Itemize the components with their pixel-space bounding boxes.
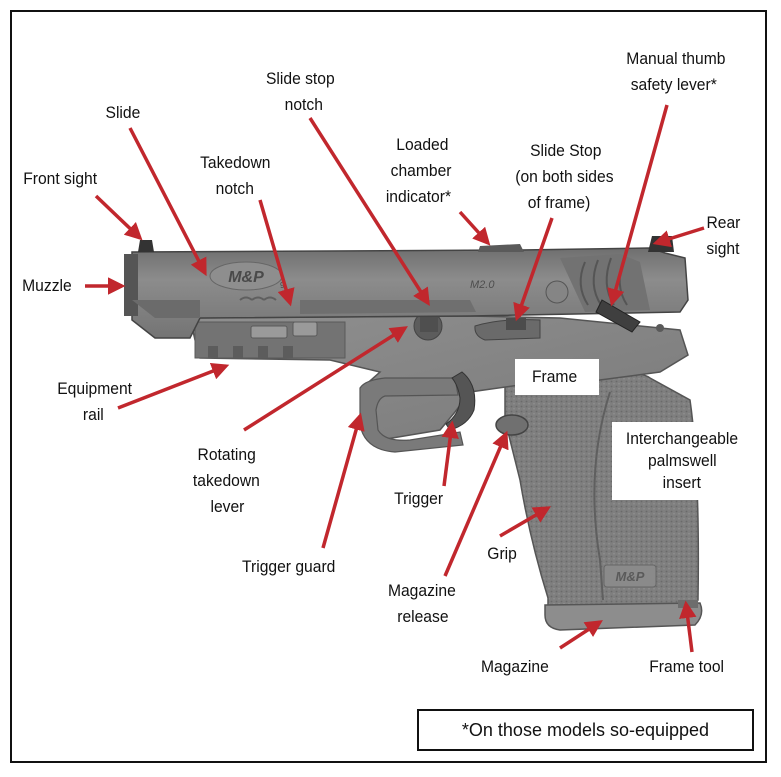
- arrow-takedown-notch: [258, 199, 295, 307]
- frame-body: [189, 311, 689, 453]
- arrow-manual-safety: [607, 104, 669, 307]
- slide: M&P 9 M2.0: [124, 236, 689, 339]
- grip-logo: M&P: [616, 569, 645, 584]
- label-frame-tool: Frame tool: [649, 657, 724, 676]
- arrow-loaded-chamber: [458, 210, 491, 246]
- arrow-rotating-takedown: [243, 326, 408, 432]
- label-magazine-release-2: release: [397, 607, 449, 626]
- arrow-slide-stop-notch: [308, 117, 430, 306]
- label-slide-stop-notch-1: Slide stop: [265, 69, 335, 88]
- slide-version: M2.0: [470, 279, 495, 291]
- label-trigger: Trigger: [394, 489, 444, 508]
- frame-label-box: [515, 359, 599, 395]
- arrow-equipment-rail: [117, 362, 230, 410]
- callout-arrows: [85, 104, 705, 653]
- label-front-sight: Front sight: [23, 169, 98, 188]
- arrow-rear-sight: [652, 226, 705, 248]
- label-magazine-release-1: Magazine: [387, 581, 456, 600]
- label-loaded-2: chamber: [390, 161, 452, 180]
- label-manual-safety-1: Manual thumb: [626, 49, 726, 68]
- label-rotating-takedown-1: Rotating: [197, 445, 256, 464]
- label-equipment-rail-2: rail: [82, 405, 104, 424]
- label-slide-stop-1: Slide Stop: [530, 141, 602, 160]
- arrow-magazine-release: [443, 430, 509, 577]
- label-takedown-notch-2: notch: [215, 179, 254, 198]
- label-loaded-3: indicator*: [385, 187, 452, 206]
- arrow-slide: [128, 127, 207, 277]
- label-palmswell-3: insert: [662, 473, 701, 492]
- label-manual-safety-2: safety lever*: [630, 75, 717, 94]
- label-rotating-takedown-3: lever: [210, 497, 245, 516]
- magazine-baseplate: [544, 600, 703, 631]
- palmswell-label-box: [612, 422, 754, 500]
- label-loaded-1: Loaded: [396, 135, 449, 154]
- label-slide-stop-2: (on both sides: [515, 167, 614, 186]
- label-slide-stop-3: of frame): [527, 193, 591, 212]
- arrow-trigger: [441, 420, 459, 487]
- label-palmswell-2: palmswell: [647, 451, 717, 470]
- footnote-box: *On those models so-equipped: [417, 709, 754, 751]
- arrow-frame-tool: [679, 600, 697, 653]
- arrow-front-sight: [94, 194, 143, 241]
- label-rear-sight-1: Rear: [706, 213, 741, 232]
- diagram-border: [10, 10, 767, 763]
- label-rear-sight-2: sight: [706, 239, 740, 258]
- label-frame: Frame: [531, 367, 578, 386]
- slide-logo: M&P: [228, 269, 264, 286]
- label-muzzle: Muzzle: [22, 276, 72, 295]
- slide-model-number: 9: [280, 281, 285, 290]
- label-takedown-notch-1: Takedown: [200, 153, 271, 172]
- label-slide-stop-notch-2: notch: [284, 95, 323, 114]
- arrow-slide-stop: [513, 217, 554, 322]
- label-slide: Slide: [105, 103, 141, 122]
- label-palmswell-1: Interchangeable: [625, 429, 739, 448]
- arrow-magazine: [559, 620, 603, 650]
- arrow-trigger-guard: [321, 412, 365, 549]
- label-trigger-guard: Trigger guard: [242, 557, 336, 576]
- safety-lever: [595, 299, 641, 333]
- label-grip: Grip: [487, 544, 517, 563]
- label-rotating-takedown-2: takedown: [192, 471, 260, 490]
- label-magazine: Magazine: [480, 657, 549, 676]
- label-equipment-rail-1: Equipment: [57, 379, 133, 398]
- arrow-grip: [499, 506, 552, 538]
